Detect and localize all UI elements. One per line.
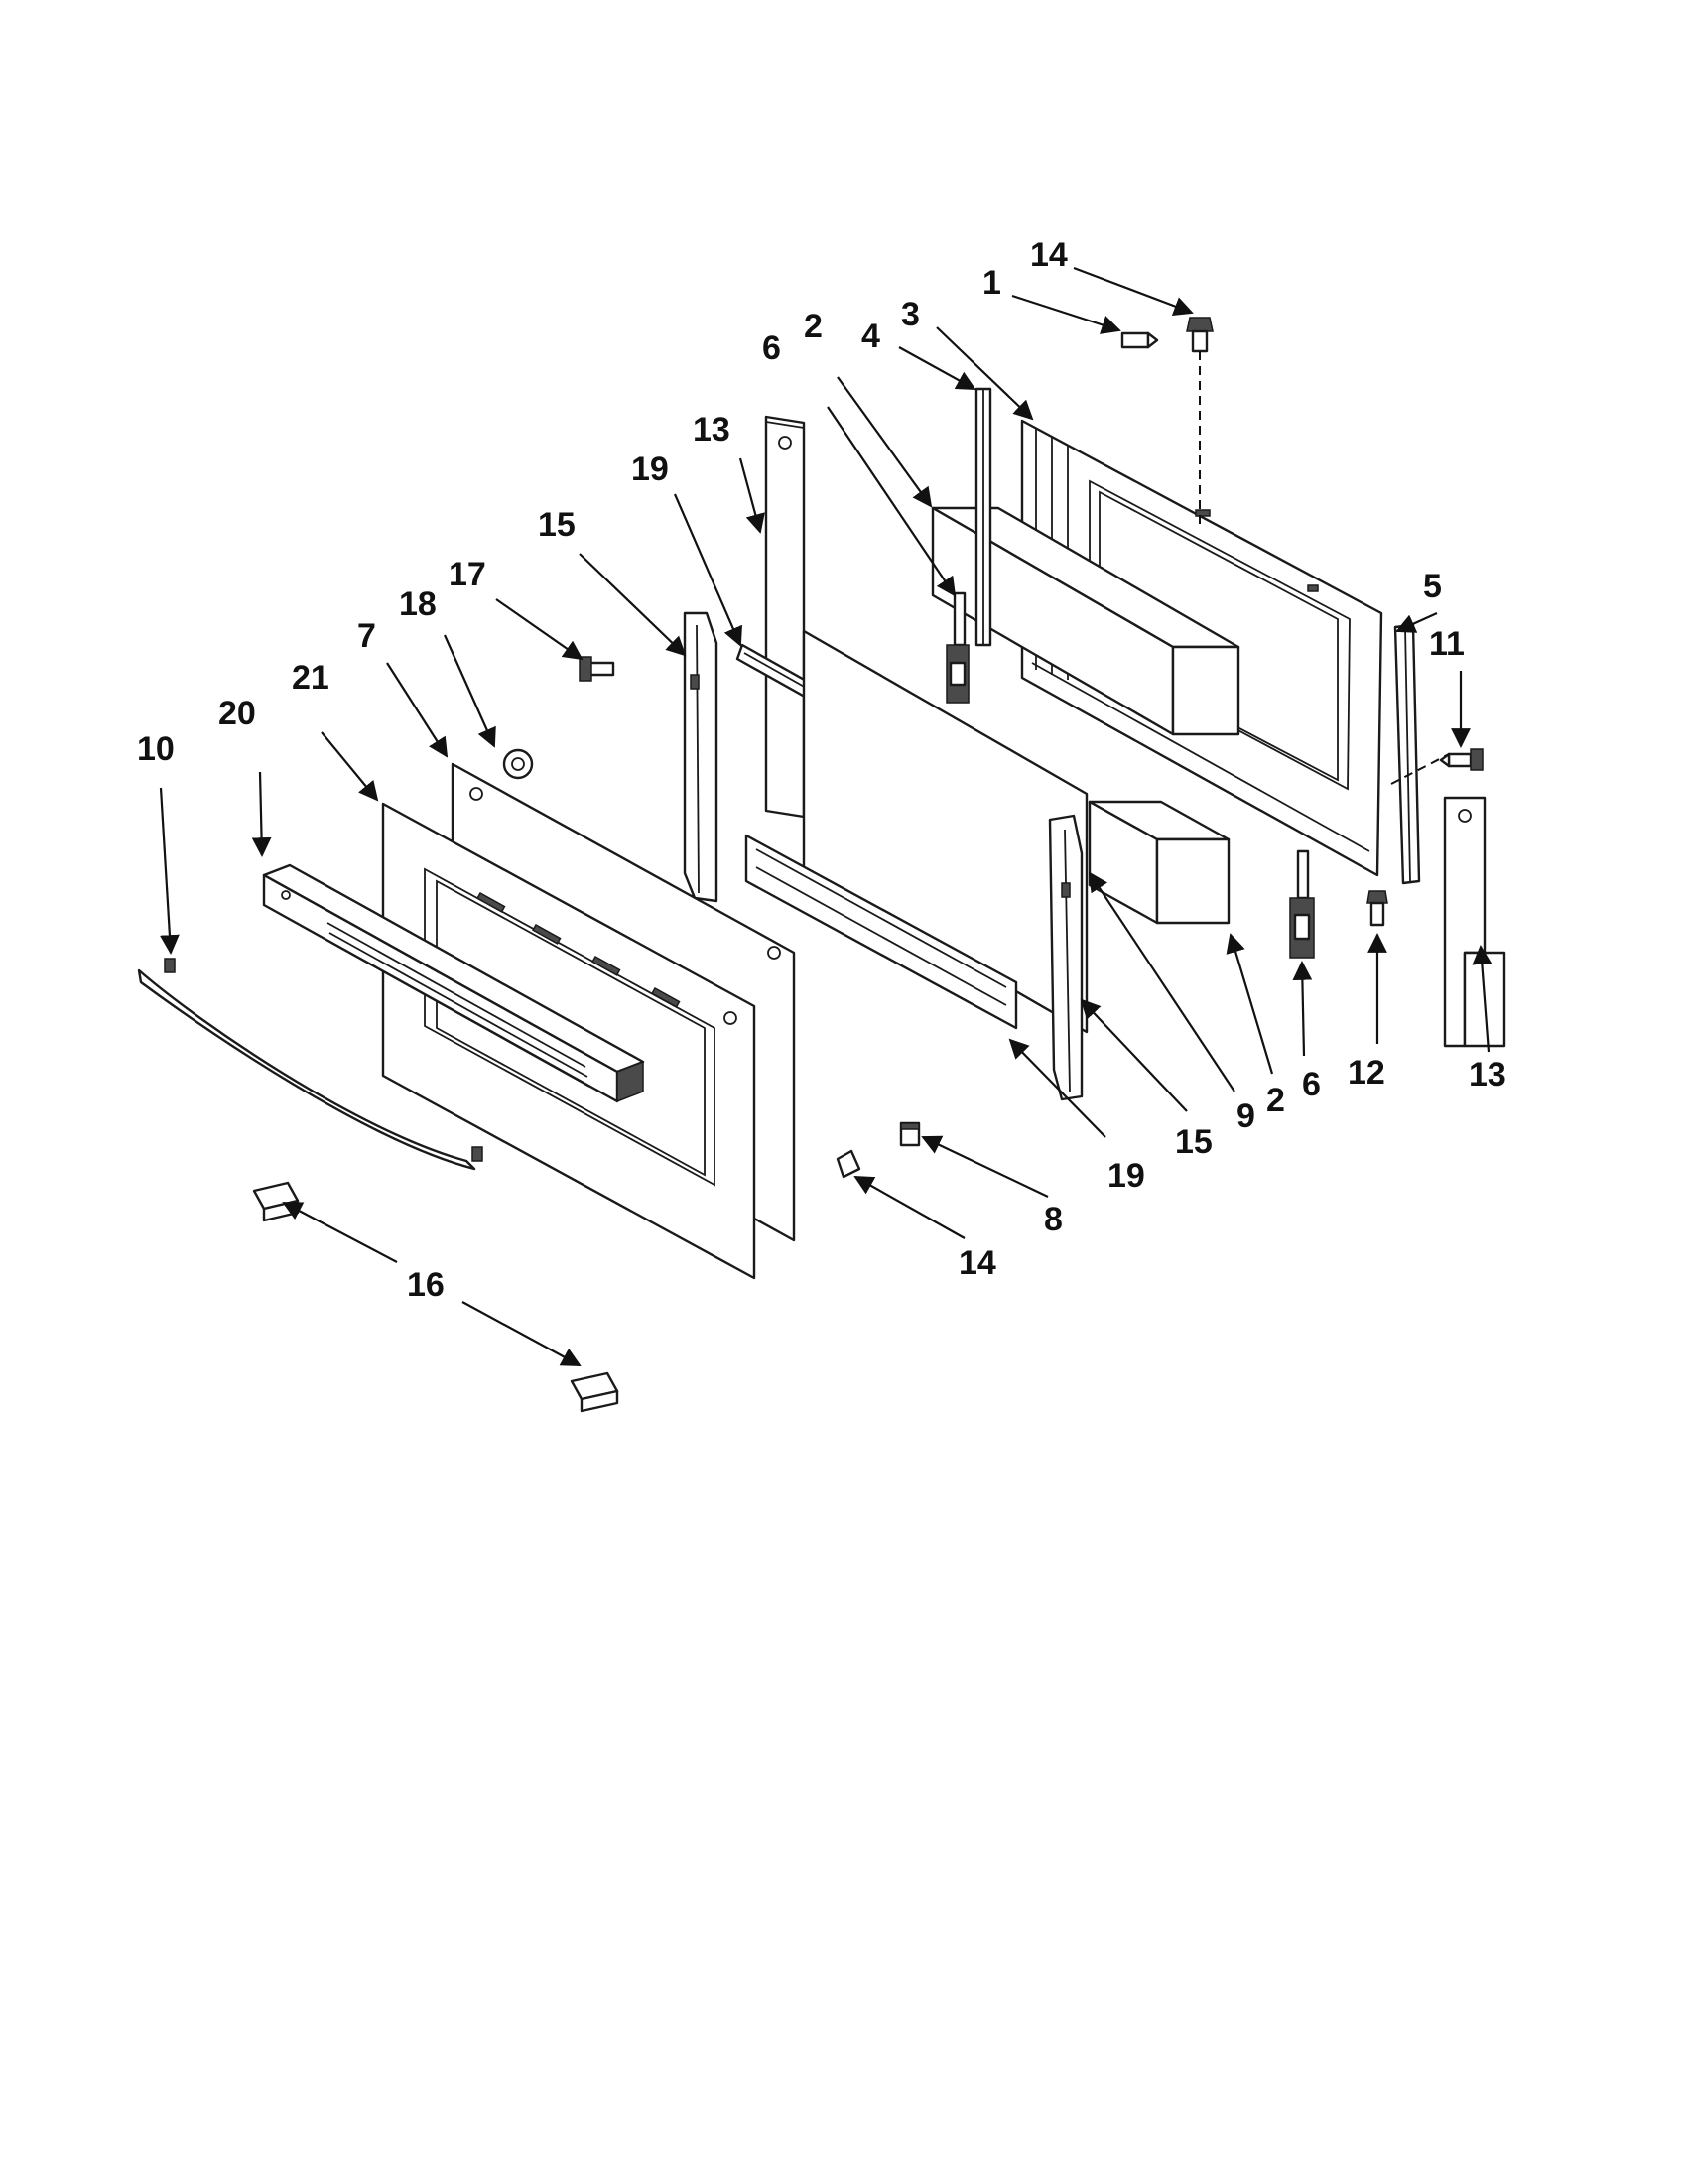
part-8-clip [899, 1121, 921, 1147]
callout-19: 19 [631, 450, 669, 488]
part-6-hinge-upper [946, 591, 970, 704]
callout-18: 18 [399, 585, 437, 623]
part-11-screw [1439, 748, 1484, 771]
part-2-insulation-lower [1088, 800, 1231, 925]
callout-14: 14 [959, 1244, 996, 1282]
part-16-hinge-receiver-a [252, 1181, 300, 1222]
callout-13: 13 [693, 411, 730, 449]
part-14-screw-top [1186, 317, 1214, 353]
callout-10: 10 [137, 730, 175, 768]
part-18-washer [502, 748, 534, 780]
part-19-channel-lower [744, 834, 1018, 1030]
part-2-insulation-upper [931, 506, 1240, 736]
callout-19: 19 [1107, 1157, 1145, 1195]
callout-14: 14 [1030, 236, 1068, 274]
part-10-door-handle [137, 958, 483, 1171]
part-12-screw [1366, 890, 1388, 927]
part-4-side-trim [974, 387, 992, 647]
callout-8: 8 [1044, 1201, 1063, 1238]
callout-21: 21 [292, 659, 329, 697]
part-20-vent-trim [262, 863, 645, 1103]
callout-11: 11 [1429, 625, 1465, 663]
part-13-spacer-right [1443, 796, 1506, 1048]
part-15-bracket-right [1048, 814, 1084, 1101]
callout-6: 6 [1302, 1066, 1321, 1103]
callout-7: 7 [357, 617, 376, 655]
callout-2: 2 [804, 308, 823, 345]
callout-labels: 14 1 3 4 2 6 13 19 15 17 18 7 21 20 10 5… [137, 236, 1506, 1304]
callout-4: 4 [861, 318, 880, 355]
part-9-glass-panel [802, 629, 1089, 1034]
leader-lines [159, 266, 1493, 1366]
part-17-screw [579, 656, 615, 682]
callout-5: 5 [1423, 568, 1442, 605]
callout-12: 12 [1348, 1054, 1385, 1092]
callout-17: 17 [449, 556, 486, 593]
part-1-screw [1120, 331, 1159, 349]
part-6-hinge-lower [1289, 849, 1315, 959]
callout-9: 9 [1236, 1097, 1255, 1135]
callout-15: 15 [538, 506, 576, 544]
callout-15: 15 [1175, 1123, 1213, 1161]
callout-20: 20 [218, 695, 256, 732]
callout-13: 13 [1469, 1056, 1506, 1093]
callout-6: 6 [762, 329, 781, 367]
callout-2: 2 [1266, 1082, 1285, 1119]
part-5-gasket-strip [1393, 623, 1421, 885]
callout-16: 16 [407, 1266, 445, 1304]
callout-1: 1 [982, 264, 1001, 302]
part-13-spacer-left [764, 415, 806, 819]
callout-3: 3 [901, 296, 920, 333]
part-15-bracket-left [683, 611, 718, 903]
part-16-hinge-receiver-b [570, 1371, 619, 1413]
part-14-bumper [836, 1149, 861, 1179]
